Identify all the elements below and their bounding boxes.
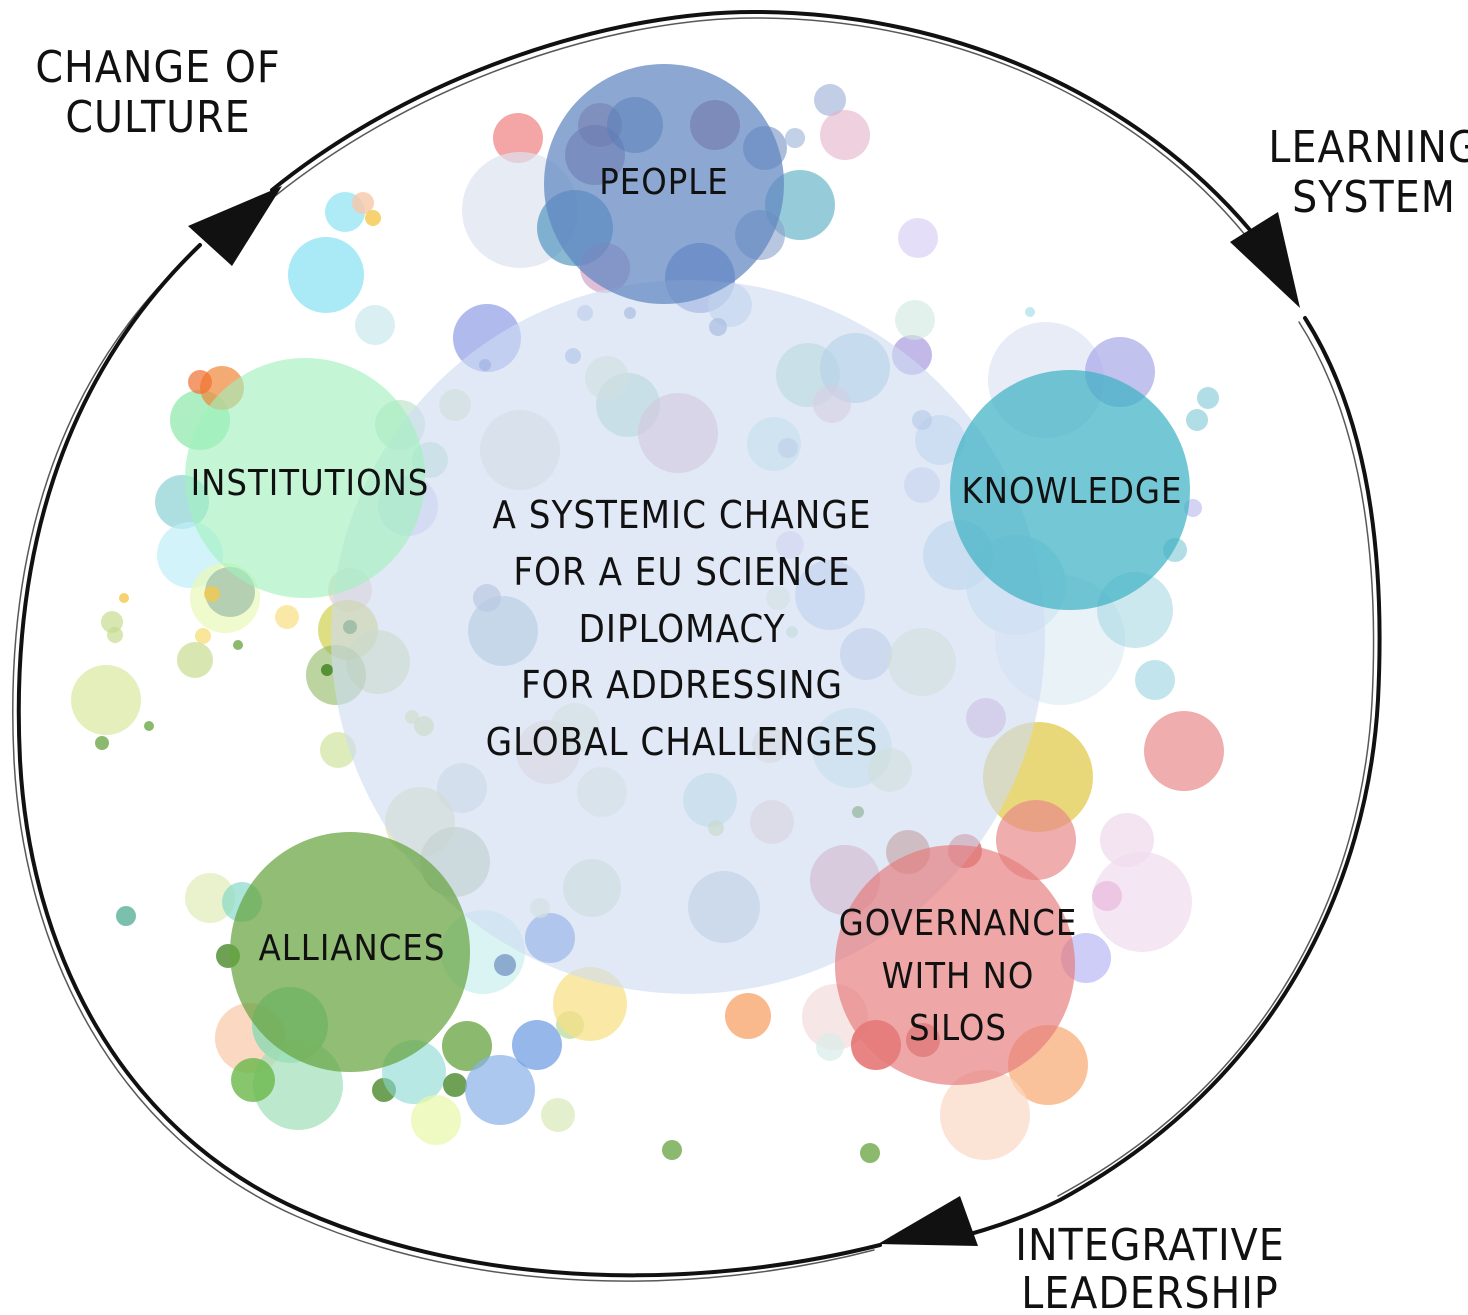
- alliances-circle: [230, 832, 470, 1072]
- decorative-bubble: [1135, 660, 1175, 700]
- center-disc: [331, 280, 1045, 994]
- decorative-bubble: [71, 665, 141, 735]
- knowledge-label: KNOWLEDGE: [962, 471, 1183, 512]
- knowledge-circle: [950, 370, 1190, 610]
- governance-label-line-2: WITH NO: [882, 956, 1035, 997]
- change-of-culture-line-1: CHANGE OF: [35, 42, 280, 93]
- decorative-bubble: [493, 113, 543, 163]
- learning-system-line-1: LEARNING: [1268, 122, 1468, 173]
- decorative-bubble: [185, 873, 235, 923]
- decorative-bubble: [411, 1095, 461, 1145]
- decorative-bubble: [553, 967, 627, 1041]
- decorative-bubble: [352, 192, 374, 214]
- center-title-line-1: A SYSTEMIC CHANGE: [493, 493, 872, 537]
- decorative-bubble: [814, 84, 846, 116]
- decorative-bubble: [541, 1098, 575, 1132]
- decorative-bubble: [725, 993, 771, 1039]
- center-title-line-4: FOR ADDRESSING: [521, 663, 843, 707]
- decorative-bubble: [355, 305, 395, 345]
- center-title-line-5: GLOBAL CHALLENGES: [486, 720, 879, 764]
- governance-circle: [835, 845, 1075, 1085]
- institutions-label: INSTITUTIONS: [191, 463, 430, 504]
- decorative-bubble: [188, 370, 212, 394]
- learning-system-line-2: SYSTEM: [1292, 172, 1456, 223]
- arrow-head-top-right: [1230, 212, 1300, 308]
- decorative-bubble: [512, 1020, 562, 1070]
- people-circle: [544, 64, 784, 304]
- decorative-bubble: [820, 110, 870, 160]
- decorative-bubble: [231, 1058, 275, 1102]
- decorative-bubble: [1025, 307, 1035, 317]
- decorative-bubble: [465, 1055, 535, 1125]
- arrow-head-top-left: [188, 186, 282, 266]
- decorative-bubble: [1092, 881, 1122, 911]
- integrative-leadership-line-1: INTEGRATIVE: [1015, 1220, 1284, 1271]
- governance-label-line-1: GOVERNANCE: [839, 903, 1078, 944]
- alliances-label: ALLIANCES: [259, 928, 446, 969]
- decorative-bubble: [494, 954, 516, 976]
- decorative-bubble: [195, 628, 211, 644]
- decorative-bubble: [1092, 852, 1192, 952]
- decorative-bubble: [785, 128, 805, 148]
- center-title-line-3: DIPLOMACY: [579, 607, 786, 651]
- decorative-bubble: [1144, 711, 1224, 791]
- decorative-bubble: [233, 640, 243, 650]
- center-title-line-2: FOR A EU SCIENCE: [513, 550, 850, 594]
- decorative-bubble: [816, 1033, 844, 1061]
- decorative-bubble: [177, 642, 213, 678]
- decorative-bubble: [860, 1143, 880, 1163]
- decorative-bubble: [144, 721, 154, 731]
- governance-label-line-3: SILOS: [909, 1008, 1007, 1049]
- cycle-loop: [12, 9, 1382, 1282]
- decorative-bubble: [107, 627, 123, 643]
- decorative-bubble: [1186, 409, 1208, 431]
- decorative-bubble: [898, 218, 938, 258]
- change-of-culture-line-2: CULTURE: [65, 92, 250, 143]
- decorative-bubble: [996, 800, 1076, 880]
- decorative-bubble: [204, 586, 220, 602]
- decorative-bubble: [895, 300, 935, 340]
- institutions-circle: [185, 358, 425, 598]
- decorative-bubble: [662, 1140, 682, 1160]
- decorative-bubble: [95, 736, 109, 750]
- people-label: PEOPLE: [599, 162, 729, 203]
- decorative-bubble: [940, 1070, 1030, 1160]
- decorative-bubble: [443, 1073, 467, 1097]
- decorative-bubble: [365, 210, 381, 226]
- decorative-bubble: [275, 605, 299, 629]
- decorative-bubble: [1197, 387, 1219, 409]
- decorative-bubble: [116, 906, 136, 926]
- arrow-head-bottom: [878, 1196, 978, 1246]
- decorative-bubble: [288, 237, 364, 313]
- decorative-bubble: [321, 664, 333, 676]
- decorative-bubble: [119, 593, 129, 603]
- integrative-leadership-line-2: LEADERSHIP: [1021, 1268, 1279, 1315]
- decorative-bubble: [442, 1021, 492, 1071]
